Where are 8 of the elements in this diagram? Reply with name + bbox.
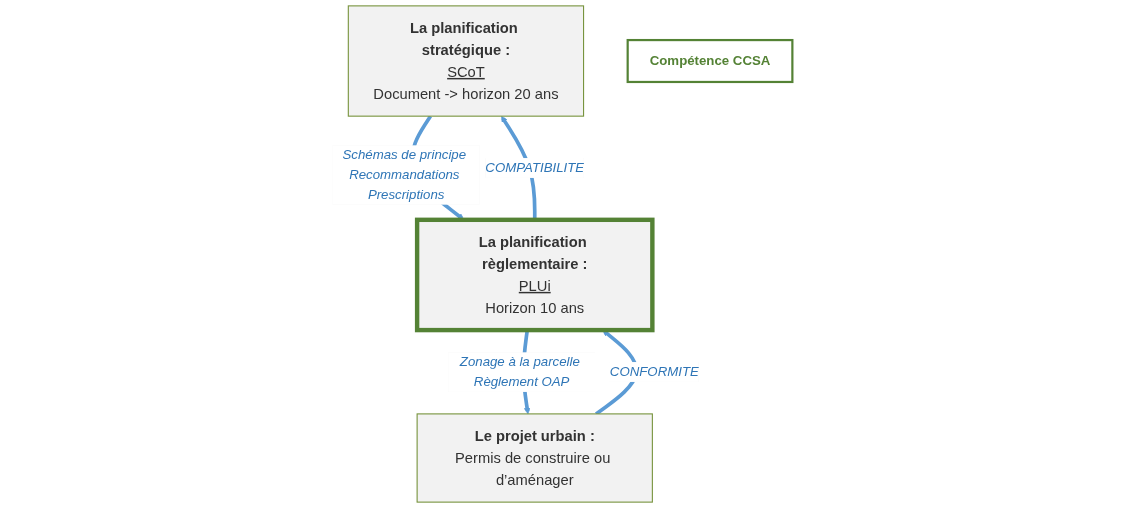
edge-label: COMPATIBILITE bbox=[485, 160, 585, 175]
edge-label: Zonage à la parcelle Règlement OAP bbox=[459, 354, 580, 389]
node-box: Compétence CCSA bbox=[626, 38, 794, 84]
node-box: Le projet urbain : Permis de construire ou d’aménager bbox=[416, 413, 653, 503]
edge-label: CONFORMITE bbox=[609, 364, 699, 379]
node-box: La planification stratégique : SCoT Document -> horizon 20 ans bbox=[347, 5, 585, 117]
edge-label: Schémas de principe Recommandations Prescriptions bbox=[342, 147, 467, 202]
node-box: La planification règlementaire : PLUi Horizon 10 ans bbox=[414, 217, 655, 333]
